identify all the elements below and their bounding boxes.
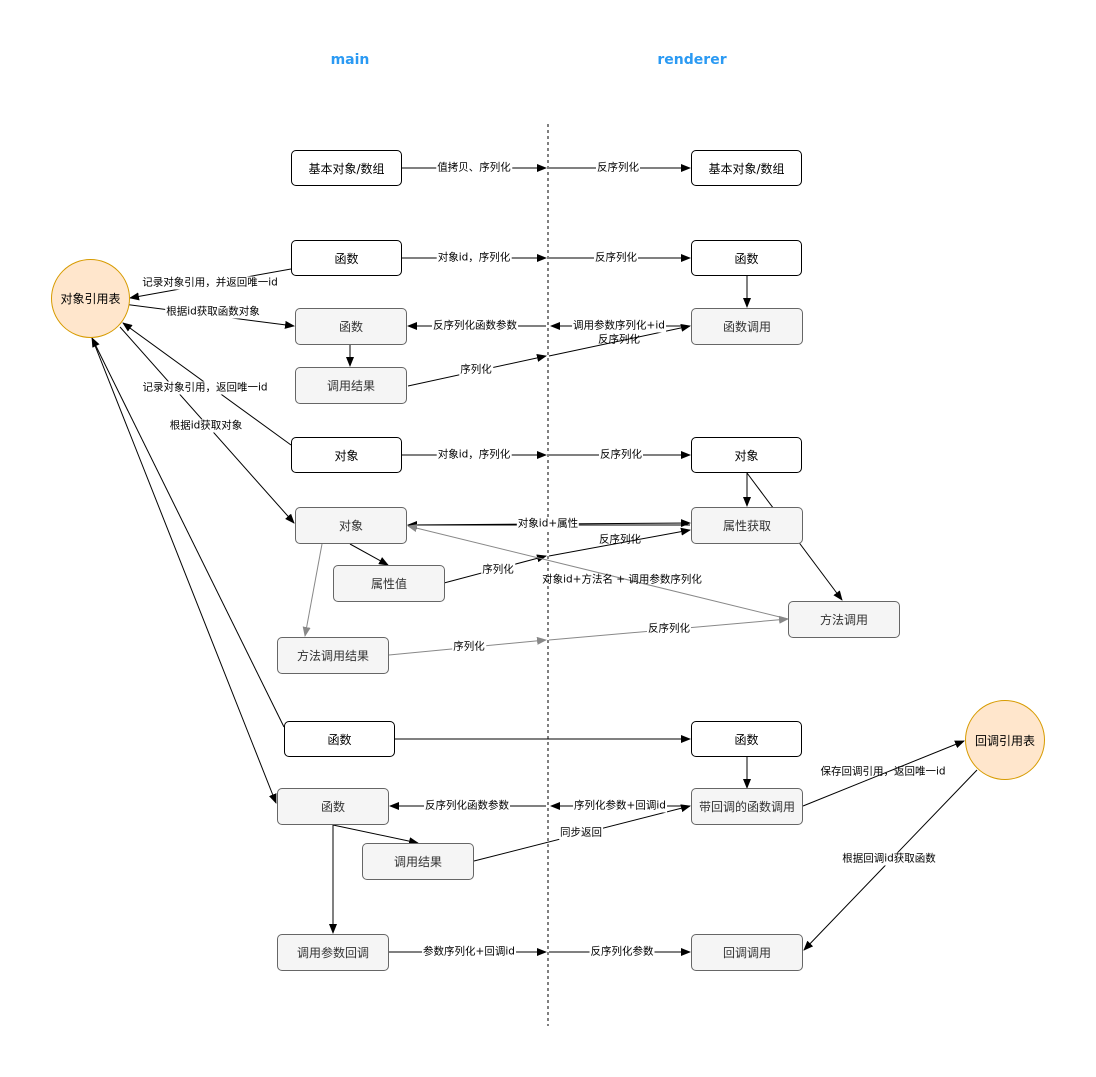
edge-method-call-to-main-obj	[407, 524, 789, 620]
edge-label-serialize-method-result: 序列化	[452, 640, 486, 654]
edge-label-deserialize-args: 反序列化参数	[589, 945, 655, 959]
renderer-basic-object-node: 基本对象/数组	[691, 150, 802, 186]
edge-label-record-func-ref: 记录对象引用，并返回唯一id	[141, 276, 279, 290]
renderer-callback-function-call-node: 带回调的函数调用	[691, 788, 803, 825]
edge-boundary-to-renderer-call	[548, 323, 691, 357]
renderer-function3-node: 函数	[691, 721, 802, 757]
edge-func4-to-result2	[332, 824, 419, 846]
main-method-result-node: 方法调用结果	[277, 637, 389, 674]
edge-label-serialize-result: 序列化	[459, 363, 493, 377]
edge-label-save-cb-ref: 保存回调引用，返回唯一id	[820, 765, 946, 778]
edge-label-call-args-serialize-id: 调用参数序列化+id	[572, 319, 666, 333]
edge-label-deserialize-result: 反序列化	[598, 333, 640, 346]
edge-label-obj-id-prop: 对象id+属性	[516, 517, 580, 531]
edge-label-get-func-by-cb-id: 根据回调id获取函数	[841, 852, 937, 866]
main-basic-object-node: 基本对象/数组	[291, 150, 402, 186]
edge-main-obj-to-method-result	[302, 543, 323, 637]
renderer-property-get-node: 属性获取	[691, 507, 803, 544]
renderer-callback-invoke-node: 回调调用	[691, 934, 803, 971]
main-object-node: 对象	[291, 437, 402, 473]
edge-label-serialize-prop: 序列化	[481, 563, 515, 577]
edge-func3-to-ref-table	[91, 337, 285, 728]
renderer-function-node: 函数	[691, 240, 802, 276]
edge-label-get-func-by-id: 根据id获取函数对象	[165, 305, 261, 319]
edge-label-get-obj-by-id: 根据id获取对象	[168, 419, 244, 433]
main-function-cb-invoke-node: 函数	[277, 788, 389, 825]
renderer-object-node: 对象	[691, 437, 802, 473]
edge-label-method-call-args: 对象id+方法名 + 调用参数序列化	[542, 573, 702, 586]
edge-label-args-serialize-cb-id: 参数序列化+回调id	[422, 945, 516, 959]
edge-label-deserialize-prop: 反序列化	[599, 533, 641, 546]
edge-label-deserialize-3: 反序列化	[599, 448, 643, 462]
main-column-title: main	[330, 52, 370, 68]
edge-ref-table-to-func4	[91, 337, 277, 804]
edge-label-copy-serialize: 值拷贝、序列化	[436, 161, 512, 175]
edge-label-sync-return: 同步返回	[559, 826, 603, 840]
edge-label-deserialize-func-args-2: 反序列化函数参数	[424, 799, 510, 813]
renderer-function-call-node: 函数调用	[691, 308, 803, 345]
main-call-result-node: 调用结果	[295, 367, 407, 404]
edge-label-deserialize-method: 反序列化	[647, 622, 691, 636]
edge-label-obj-id-serialize: 对象id，序列化	[436, 448, 512, 462]
edge-label-deserialize-func-args: 反序列化函数参数	[432, 319, 518, 333]
main-call-result2-node: 调用结果	[362, 843, 474, 880]
edge-label-serialize-args-cb-id: 序列化参数+回调id	[573, 799, 667, 813]
edge-main-obj-to-prop-val	[349, 543, 389, 566]
edge-label-deserialize-1: 反序列化	[596, 161, 640, 175]
object-reference-table: 对象引用表	[51, 259, 130, 338]
main-object-lookup-node: 对象	[295, 507, 407, 544]
edge-label-deserialize-2: 反序列化	[594, 251, 638, 265]
main-function-with-callback-node: 函数	[284, 721, 395, 757]
renderer-method-call-node: 方法调用	[788, 601, 900, 638]
edge-cb-call-to-cb-table	[802, 740, 965, 807]
main-function-node: 函数	[291, 240, 402, 276]
main-function-invoke-node: 函数	[295, 308, 407, 345]
callback-reference-table: 回调引用表	[965, 700, 1045, 780]
renderer-column-title: renderer	[657, 52, 727, 68]
edge-label-record-obj-ref: 记录对象引用，返回唯一id	[141, 381, 269, 395]
edge-label-func-id-serialize: 对象id，序列化	[436, 251, 512, 265]
main-callback-invoke-node: 调用参数回调	[277, 934, 389, 971]
main-property-value-node: 属性值	[333, 565, 445, 602]
edge-boundary-to-prop-get	[548, 527, 691, 557]
